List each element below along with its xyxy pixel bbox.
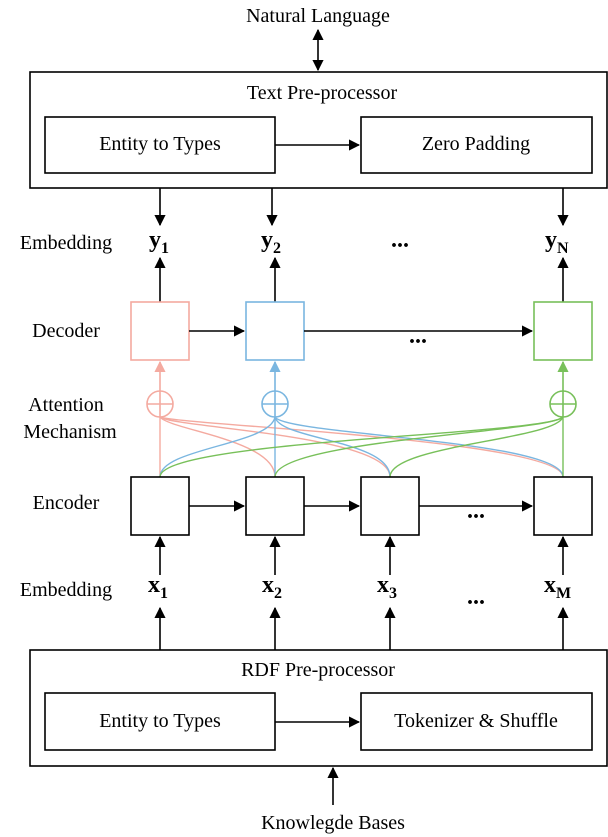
yn-sub: N (557, 240, 569, 257)
natural-language-label: Natural Language (246, 5, 390, 27)
x3-sub: 3 (389, 585, 397, 602)
input-token-x3: x3 (377, 572, 397, 602)
tokenizer-shuffle-box (360, 692, 593, 751)
y1-base: y (149, 227, 161, 253)
x2-sub: 2 (274, 585, 282, 602)
encoder-cell-m (533, 476, 593, 536)
attention-curves-pink (159, 416, 564, 478)
y2-base: y (261, 227, 273, 253)
input-token-x1: x1 (148, 572, 168, 602)
attention-curves-blue (159, 416, 564, 478)
rdf-preprocessor-title: RDF Pre-processor (241, 659, 395, 681)
xm-sub: M (556, 585, 571, 602)
decoder-cell-2 (245, 301, 305, 361)
attention-label-line1: Attention (28, 394, 104, 416)
attention-node-n (549, 390, 577, 418)
tokenizer-shuffle-label: Tokenizer & Shuffle (394, 710, 558, 732)
decoder-ellipsis: ... (409, 323, 427, 349)
rdf-entity-to-types-label: Entity to Types (99, 710, 221, 732)
embedding-top-label: Embedding (20, 232, 112, 254)
input-ellipsis: ... (467, 584, 485, 610)
output-ellipsis: ... (391, 227, 409, 253)
decoder-cell-1 (130, 301, 190, 361)
zero-padding-label: Zero Padding (422, 133, 530, 155)
embedding-bottom-label: Embedding (20, 579, 112, 601)
knowledge-bases-label: Knowlegde Bases (261, 812, 405, 834)
x1-base: x (148, 572, 160, 598)
encoder-cell-1 (130, 476, 190, 536)
encoder-cell-3 (360, 476, 420, 536)
attention-label-line2: Mechanism (23, 421, 117, 443)
output-token-y2: y2 (261, 227, 281, 257)
attention-node-2 (261, 390, 289, 418)
y1-sub: 1 (161, 240, 169, 257)
decoder-cell-n (533, 301, 593, 361)
x3-base: x (377, 572, 389, 598)
input-token-xm: xM (544, 572, 571, 602)
zero-padding-box (360, 116, 593, 174)
y2-sub: 2 (273, 240, 281, 257)
xm-base: x (544, 572, 556, 598)
attention-curves-green (159, 416, 564, 478)
x1-sub: 1 (160, 585, 168, 602)
attention-node-1 (146, 390, 174, 418)
input-token-x2: x2 (262, 572, 282, 602)
encoder-label: Encoder (33, 492, 100, 514)
yn-base: y (545, 227, 557, 253)
output-token-yn: yN (545, 227, 569, 257)
text-entity-to-types-label: Entity to Types (99, 133, 221, 155)
rdf-entity-to-types-box (44, 692, 276, 751)
text-entity-to-types-box (44, 116, 276, 174)
x2-base: x (262, 572, 274, 598)
output-token-y1: y1 (149, 227, 169, 257)
decoder-label: Decoder (32, 320, 100, 342)
text-preprocessor-title: Text Pre-processor (247, 82, 398, 104)
encoder-ellipsis: ... (467, 498, 485, 524)
encoder-cell-2 (245, 476, 305, 536)
